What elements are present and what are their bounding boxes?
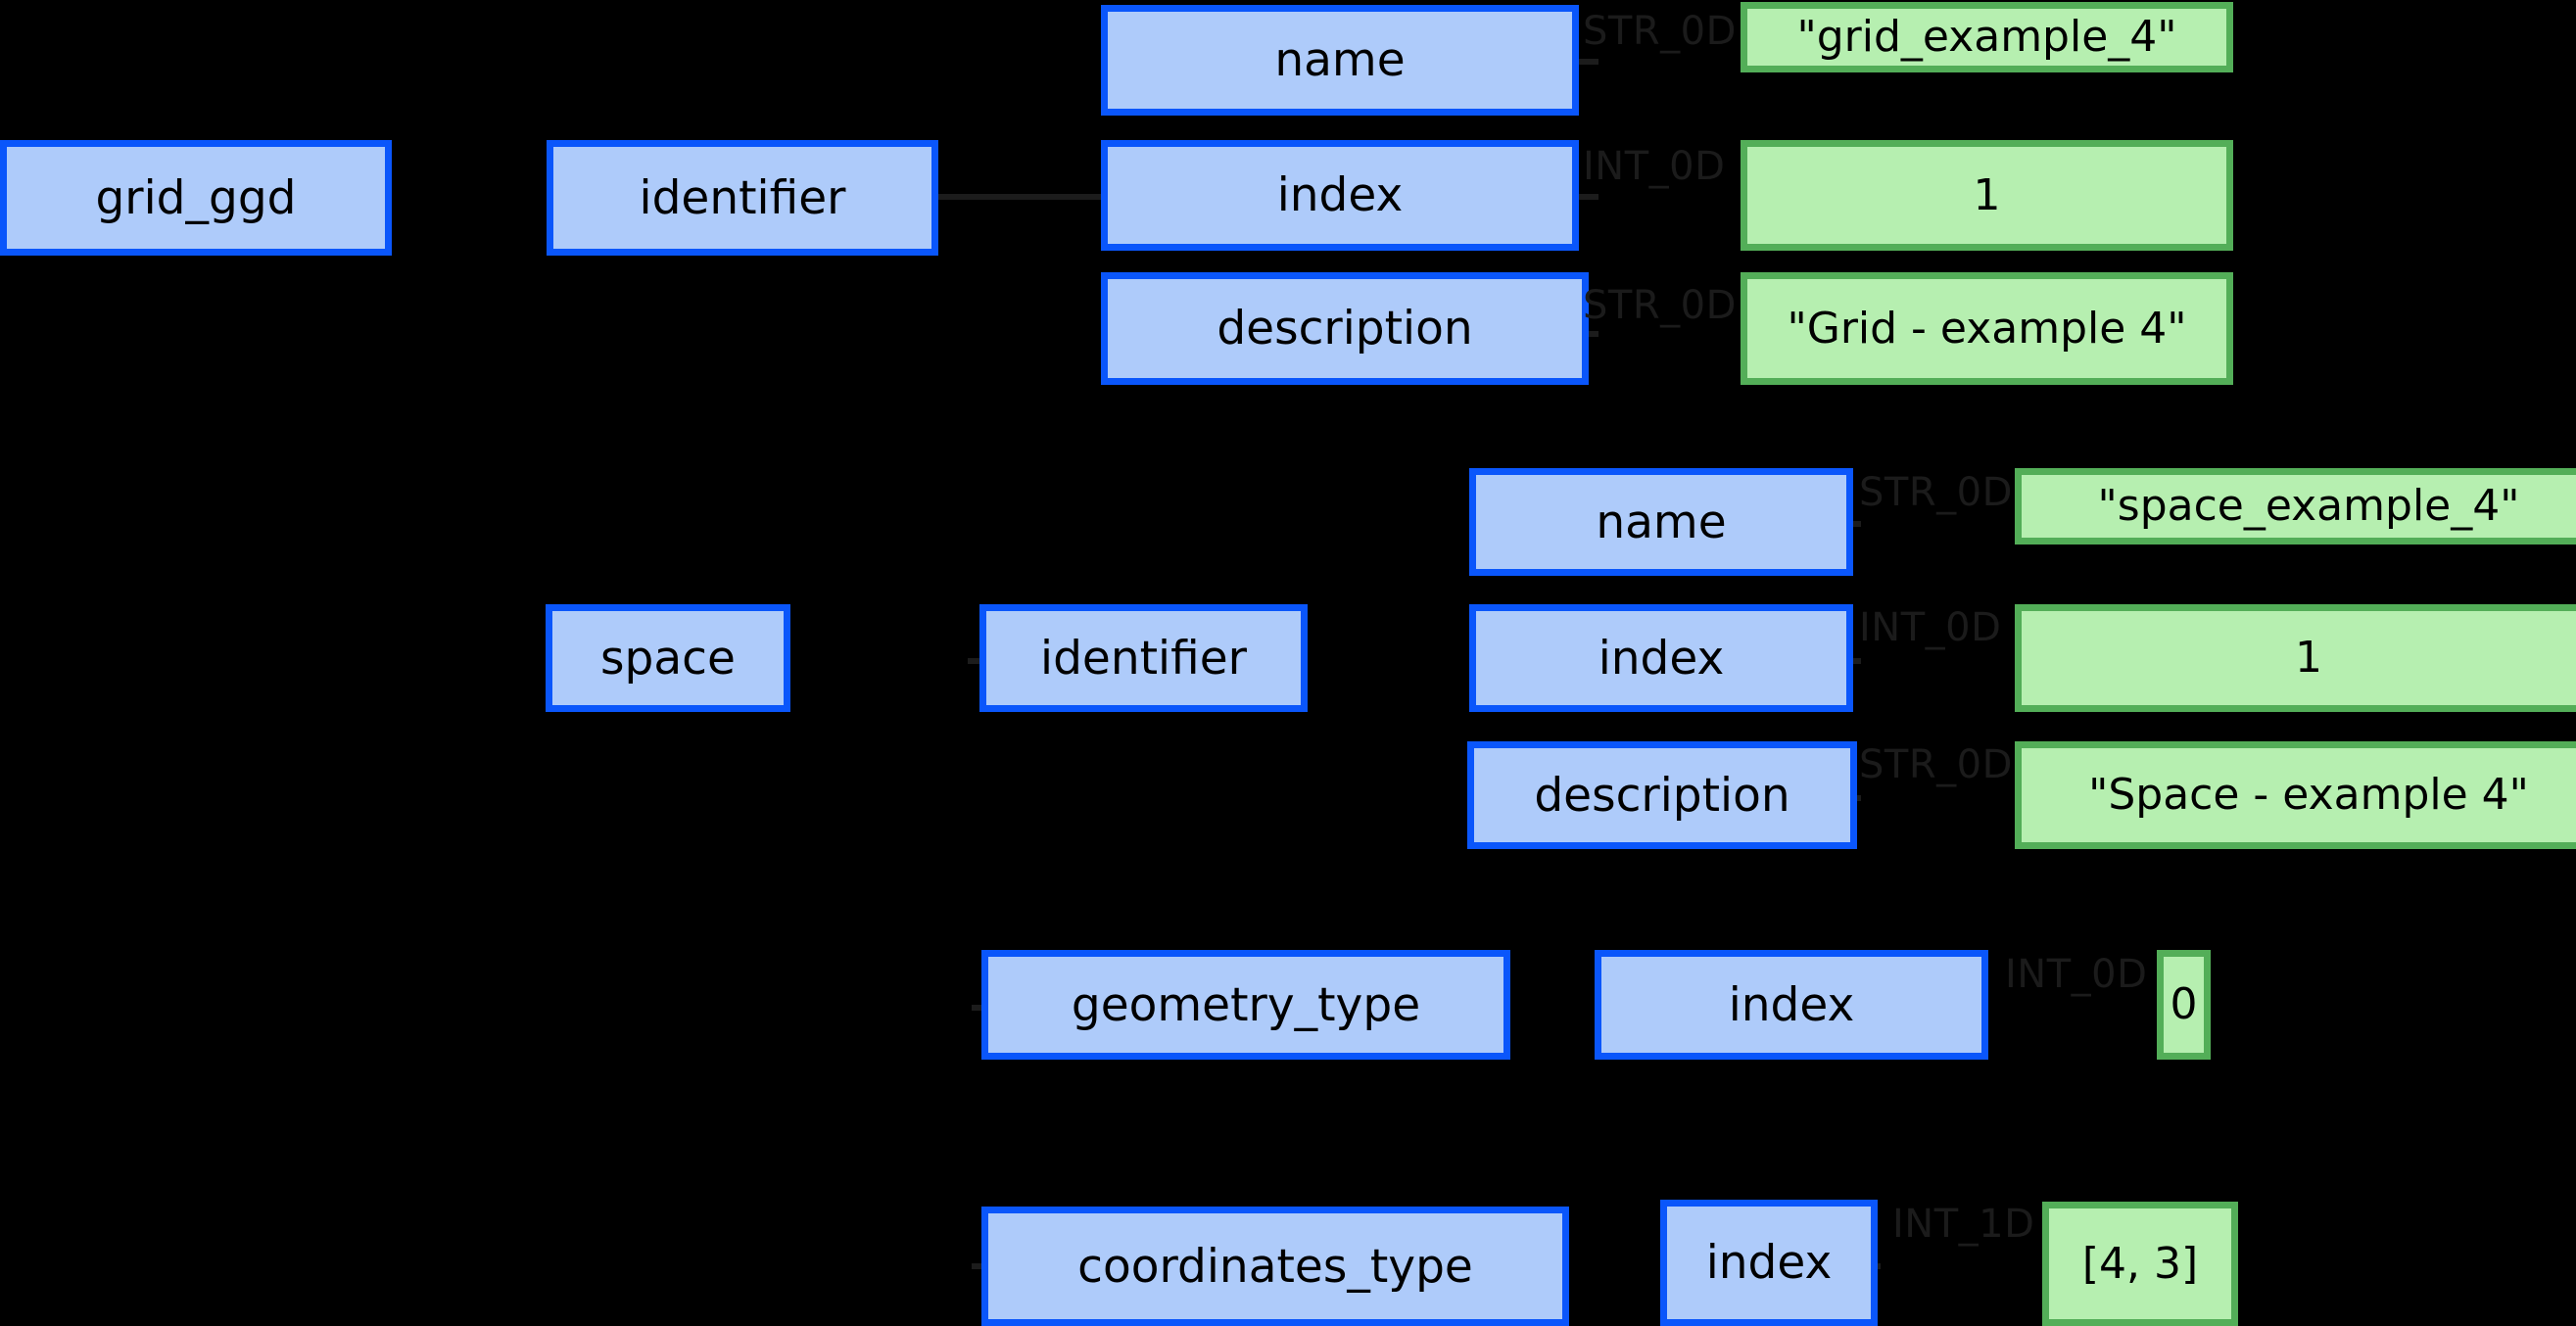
node-index-geometry[interactable]: index (1595, 950, 1988, 1060)
value-text: 1 (2295, 633, 2322, 683)
type-label-space-name: STR_0D (1859, 470, 2013, 515)
node-label: index (1598, 631, 1725, 686)
node-label: space (600, 631, 736, 686)
value-text: "grid_example_4" (1796, 12, 2177, 62)
node-index-coordinates[interactable]: index (1660, 1200, 1878, 1326)
type-label-geometry-index: INT_0D (2005, 952, 2148, 997)
value-space-description: "Space - example 4" (2015, 741, 2576, 849)
value-text: "Space - example 4" (2088, 770, 2529, 820)
node-name-grid[interactable]: name (1101, 5, 1579, 116)
type-label-grid-name: STR_0D (1583, 9, 1737, 54)
node-label: geometry_type (1071, 977, 1421, 1032)
value-grid-name: "grid_example_4" (1741, 2, 2233, 72)
connector-stub (932, 194, 1109, 200)
type-label-grid-index: INT_0D (1583, 144, 1726, 189)
node-label: identifier (639, 170, 846, 225)
node-index-grid[interactable]: index (1101, 140, 1579, 251)
node-space[interactable]: space (546, 604, 790, 712)
value-text: "space_example_4" (2097, 481, 2520, 531)
type-label-coordinates-index: INT_1D (1892, 1202, 2035, 1247)
node-grid-ggd[interactable]: grid_ggd (0, 140, 392, 256)
node-label: grid_ggd (95, 170, 297, 225)
node-description-space[interactable]: description (1467, 741, 1857, 849)
node-label: description (1216, 302, 1473, 355)
node-label: index (1705, 1236, 1833, 1290)
node-label: coordinates_type (1077, 1239, 1473, 1294)
value-geometry-index: 0 (2157, 950, 2211, 1060)
node-identifier-space[interactable]: identifier (979, 604, 1308, 712)
node-label: name (1596, 495, 1727, 549)
node-label: index (1276, 168, 1404, 222)
type-label-grid-description: STR_0D (1583, 283, 1737, 328)
value-space-index: 1 (2015, 604, 2576, 712)
node-label: description (1534, 768, 1790, 823)
node-description-grid[interactable]: description (1101, 272, 1589, 385)
node-identifier-grid[interactable]: identifier (547, 140, 938, 256)
type-label-space-index: INT_0D (1859, 605, 2002, 650)
node-label: identifier (1040, 631, 1247, 686)
connector-stub (968, 658, 987, 664)
connector-stub (1569, 59, 1598, 65)
value-grid-description: "Grid - example 4" (1741, 272, 2233, 385)
node-name-space[interactable]: name (1469, 468, 1853, 576)
value-space-name: "space_example_4" (2015, 468, 2576, 545)
type-label-space-description: STR_0D (1859, 742, 2013, 787)
connector-stub (1569, 194, 1598, 200)
node-label: name (1274, 33, 1406, 87)
node-geometry-type[interactable]: geometry_type (981, 950, 1510, 1060)
value-text: 0 (2170, 979, 2198, 1029)
value-text: "Grid - example 4" (1787, 303, 2187, 354)
node-label: index (1728, 977, 1855, 1032)
node-index-space[interactable]: index (1469, 604, 1853, 712)
value-text: [4, 3] (2081, 1238, 2199, 1289)
value-grid-index: 1 (1741, 140, 2233, 251)
node-coordinates-type[interactable]: coordinates_type (981, 1207, 1569, 1326)
value-coordinates-index: [4, 3] (2042, 1202, 2238, 1326)
value-text: 1 (1973, 169, 2001, 220)
